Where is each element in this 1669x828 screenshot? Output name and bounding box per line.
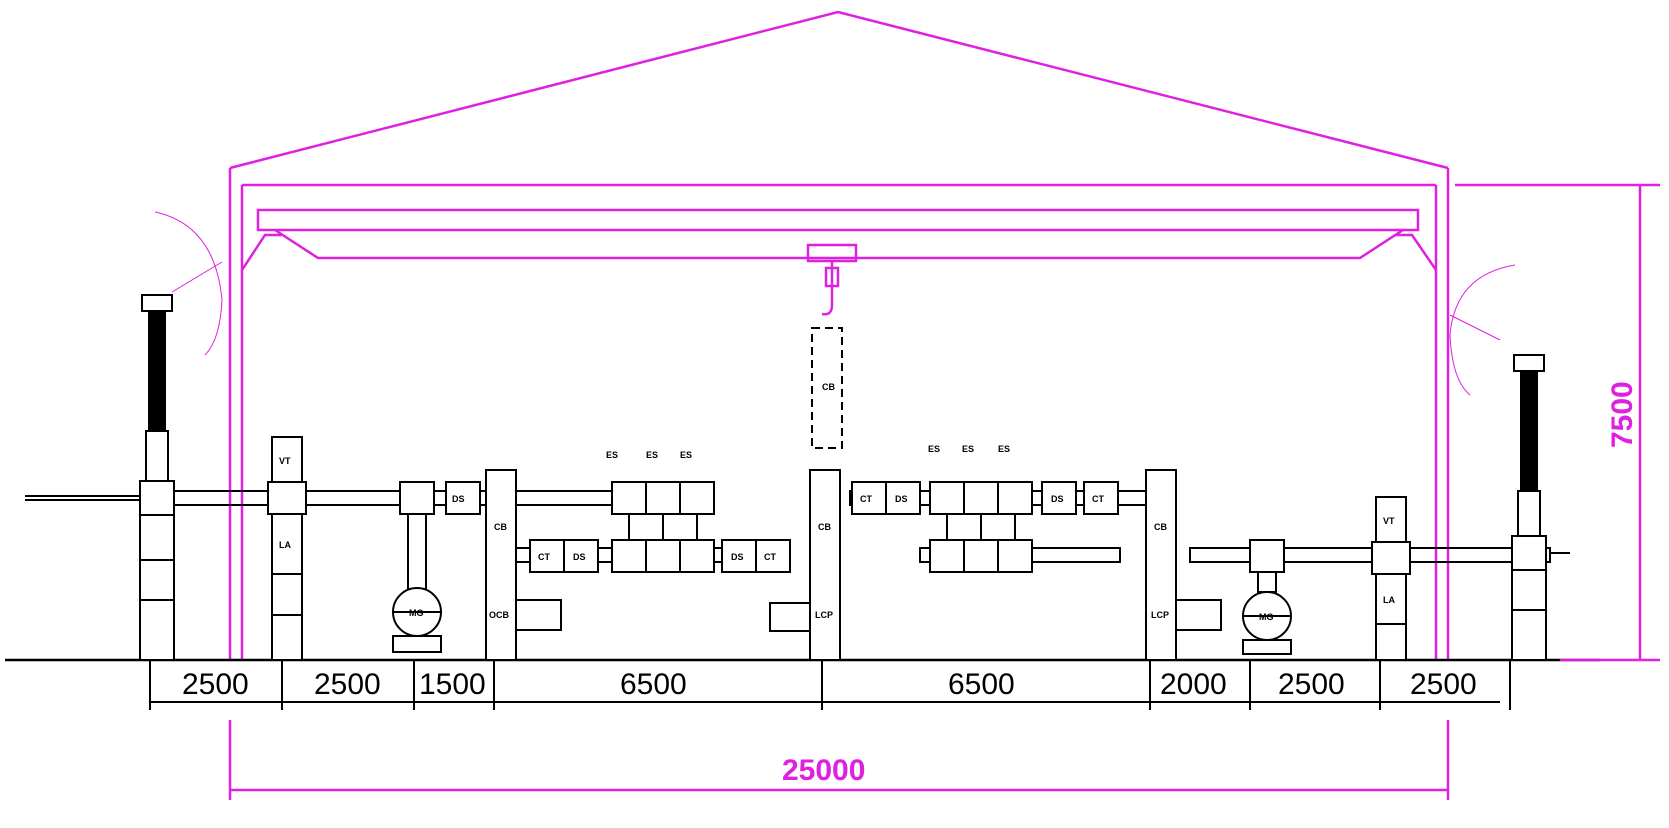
vt-label-right: VT [1383,516,1395,526]
cb-column-3: CB LCP [1145,469,1222,661]
bushing-left [139,294,175,661]
cb-label-2: CB [818,522,831,532]
la-label-right: LA [1383,595,1395,605]
cb-label-3: CB [1154,522,1167,532]
building-outline [228,10,1450,660]
svg-text:CB: CB [822,382,835,392]
dim-total: 25000 [782,754,865,787]
dim-8: 2500 [1410,668,1477,701]
es-label-l1: ES [606,450,618,460]
right-switchgear-group: CT DS ES ES ES DS CT [851,444,1119,573]
dim-1: 2500 [182,668,249,701]
ct-label-l1: CT [538,552,550,562]
cb-withdrawn-dashed: CB [811,327,843,449]
lcp-label-2: LCP [1151,610,1169,620]
es-label-l2: ES [646,450,658,460]
es-label-r3: ES [998,444,1010,454]
ct-label-r1: CT [860,494,872,504]
vt-label-left: VT [279,456,291,466]
dim-6: 2000 [1160,668,1227,701]
left-switchgear-group: ES ES ES CT DS DS CT [529,450,791,573]
dim-7: 2500 [1278,668,1345,701]
busbars [25,490,1570,563]
ds-label-l2: DS [731,552,744,562]
vt-la-right: VT LA [1371,496,1411,661]
mg-right: MG [1242,539,1292,655]
cb-label-1: CB [494,522,507,532]
ct-label-l2: CT [764,552,776,562]
dim-height: 7500 [1606,381,1639,448]
door-swing-right [1449,264,1516,396]
mg-left: DS MG [392,481,481,653]
dim-4: 6500 [620,668,687,701]
es-label-l3: ES [680,450,692,460]
ct-label-r2: CT [1092,494,1104,504]
door-swing-left [154,211,223,356]
cb-column-2: CB LCP [769,469,841,661]
lcp-label-1: LCP [815,610,833,620]
es-label-r1: ES [928,444,940,454]
vt-la-left: VT LA [267,436,307,661]
dim-5: 6500 [948,668,1015,701]
dim-3: 1500 [419,668,486,701]
overhead-crane [240,208,1438,316]
dim-2: 2500 [314,668,381,701]
dimension-segments: 2500 2500 1500 6500 6500 2000 2500 2500 [149,660,1511,710]
dimension-height: 7500 [1455,183,1660,662]
ds-label-r1: DS [895,494,908,504]
cb-column-1: CB OCB [485,469,562,661]
dimension-total: 25000 [228,720,1450,800]
ds-label-r2: DS [1051,494,1064,504]
bushing-right [1511,354,1547,661]
ocb-label-1: OCB [489,610,510,620]
ds-label-left-main: DS [452,494,465,504]
es-label-r2: ES [962,444,974,454]
la-label-left: LA [279,540,291,550]
ds-label-l1: DS [573,552,586,562]
